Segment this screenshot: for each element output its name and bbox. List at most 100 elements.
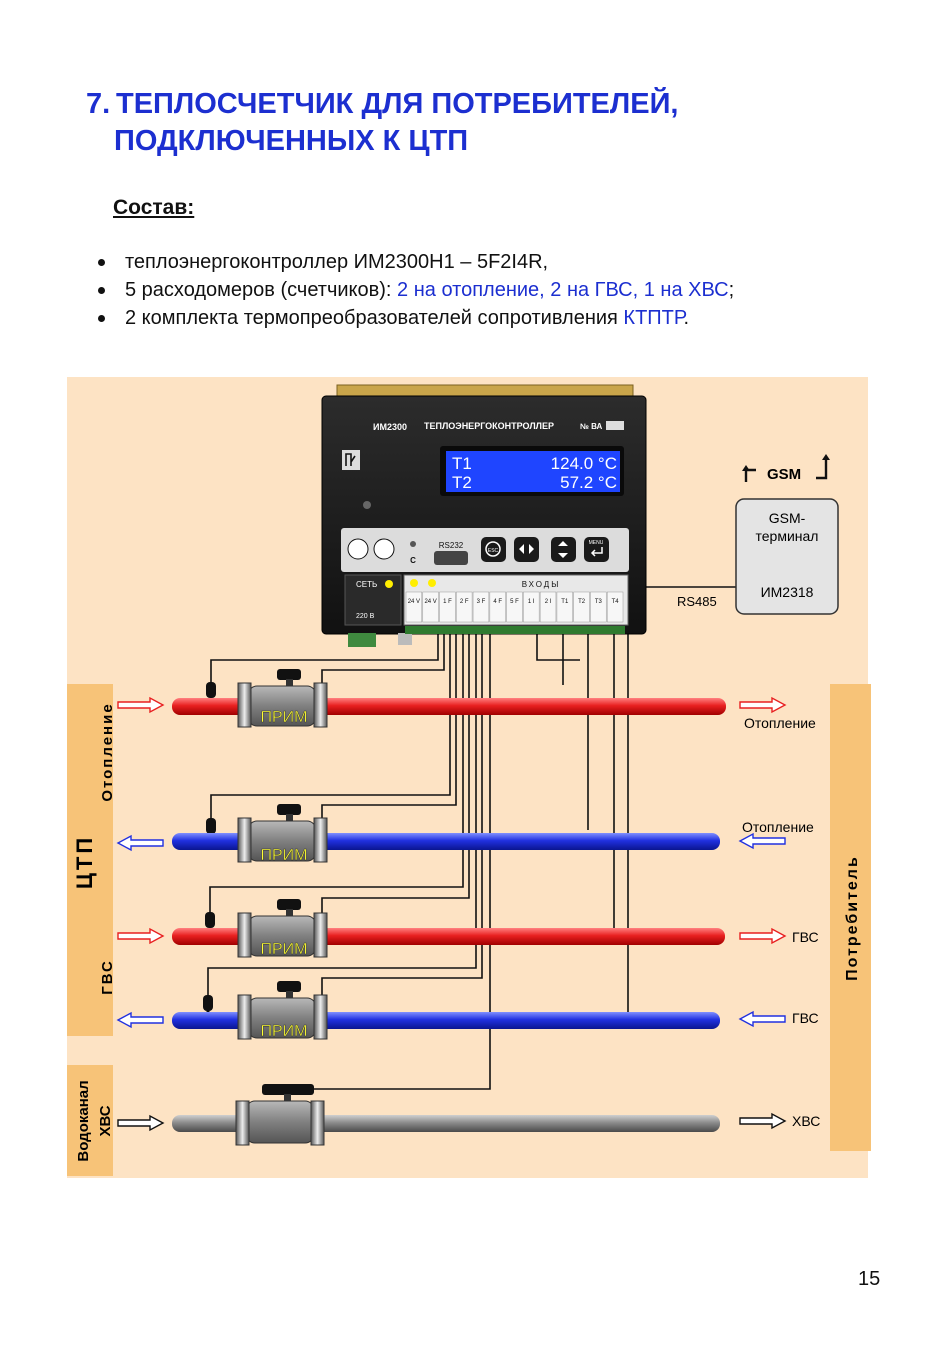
arrow-right-icon — [739, 696, 787, 714]
input-terminal: 3 F — [472, 591, 490, 623]
rs485-label: RS485 — [677, 594, 717, 609]
flowmeter-hot-water-supply: ПРИМ — [237, 899, 328, 958]
arrow-right-icon — [739, 927, 787, 945]
menu-enter-key: MENU — [584, 537, 609, 562]
input-terminal: 4 F — [489, 591, 506, 623]
arrow-left-icon — [738, 1010, 786, 1028]
list-item-tail: . — [683, 307, 690, 329]
menu-key-label: MENU — [589, 540, 604, 546]
esc-key-label: ESC — [488, 548, 499, 554]
heat-energy-controller: ИМ2300 ТЕПЛОЭНЕРГОКОНТРОЛЛЕР № ВА Т1 124… — [321, 384, 647, 635]
lcd-t2-value: 57.2 °C — [560, 473, 617, 492]
input-terminal-label: 4 F — [493, 599, 502, 605]
device-serial: № ВА — [580, 422, 603, 431]
inputs-label: ВХОДЫ — [522, 580, 561, 589]
ctp-side-bar — [67, 684, 113, 1036]
status-led — [410, 579, 418, 587]
list-item-text: 5 расходомеров (счетчиков): — [125, 279, 398, 301]
heating-side-label: Отопление — [99, 702, 116, 801]
indicator-led — [363, 501, 371, 509]
lcd-t1-label: Т1 — [452, 454, 472, 473]
esc-key: ESC — [481, 537, 506, 562]
ctp-side-label: ЦТП — [72, 835, 97, 889]
terminal-connectors — [348, 626, 625, 647]
input-terminal-label: 1 I — [528, 599, 535, 605]
rs232-label: RS232 — [439, 541, 464, 550]
outlet-hot-return-label: ГВС — [792, 1010, 819, 1026]
gsm-terminal-title: GSM- — [769, 510, 806, 526]
section-number: 7. — [86, 88, 111, 120]
input-terminal-label: 1 F — [443, 599, 452, 605]
composition-list: теплоэнергоконтроллер ИМ2300Н1 – 5F2I4R,… — [96, 248, 734, 332]
input-terminal-label: T2 — [578, 599, 586, 605]
gsm-terminal: GSM- терминал ИМ2318 — [735, 498, 839, 615]
input-terminal-label: 5 F — [510, 599, 519, 605]
flowmeter-heating-return: ПРИМ — [237, 804, 328, 864]
consumer-side-bar — [830, 684, 871, 1151]
page-number: 15 — [858, 1268, 881, 1290]
flowmeter-label: ПРИМ — [261, 1023, 308, 1040]
mounting-rail — [336, 384, 634, 398]
list-item: теплоэнергоконтроллер ИМ2300Н1 – 5F2I4R, — [96, 248, 734, 276]
lcd-display — [446, 451, 620, 492]
input-terminal: 5 F — [506, 591, 523, 623]
power-led — [385, 580, 393, 588]
power-label: СЕТЬ — [356, 580, 377, 589]
input-terminal-label: 24 V — [408, 599, 420, 605]
cold-water-side-label: ХВС — [97, 1105, 114, 1136]
arrow-left-icon — [116, 834, 164, 852]
input-terminal: 24 V — [422, 591, 439, 623]
rs232-port — [434, 551, 468, 565]
gsm-terminal-subtitle: терминал — [756, 528, 819, 544]
gsm-terminal-model: ИМ2318 — [761, 584, 814, 600]
input-terminal-label: T1 — [561, 599, 569, 605]
antenna-icon — [742, 454, 830, 482]
list-item-text: 2 комплекта термопреобразователей сопрот… — [125, 307, 624, 329]
c-key-led — [410, 541, 416, 547]
outlet-cold-water-label: ХВС — [792, 1113, 820, 1129]
outlet-hot-supply-label: ГВС — [792, 929, 819, 945]
title-line-2: ПОДКЛЮЧЕННЫХ К ЦТП — [114, 125, 469, 157]
arrow-right-icon — [739, 1112, 787, 1130]
outlet-heating-supply-label: Отопление — [744, 715, 816, 731]
list-item: 5 расходомеров (счетчиков): 2 на отоплен… — [96, 276, 734, 304]
certification-icon — [347, 538, 369, 560]
flowmeter-label: ПРИМ — [261, 941, 308, 958]
arrow-left-icon — [738, 832, 786, 850]
outlet-heating-return-label: Отопление — [742, 819, 814, 835]
certification-icon — [373, 538, 395, 560]
input-terminal-label: 2 I — [545, 599, 552, 605]
voltage-label: 220 В — [356, 613, 375, 620]
input-terminal: T1 — [556, 591, 573, 623]
title-line-1: ТЕПЛОСЧЕТЧИК ДЛЯ ПОТРЕБИТЕЛЕЙ, — [116, 88, 679, 120]
list-item-highlight: 2 на отопление, 2 на ГВС, 1 на ХВС — [397, 279, 729, 301]
hot-water-side-label: ГВС — [99, 959, 116, 995]
flowmeter-hot-water-return: ПРИМ — [237, 981, 328, 1040]
flowmeter-label: ПРИМ — [261, 709, 308, 726]
water-utility-label: Водоканал — [75, 1080, 92, 1161]
c-key-label: С — [410, 556, 416, 565]
list-item: 2 комплекта термопреобразователей сопрот… — [96, 304, 734, 332]
input-terminal: 2 F — [456, 591, 473, 623]
left-right-key — [514, 537, 539, 562]
gsm-label: GSM — [767, 466, 801, 483]
input-terminal: T3 — [590, 591, 607, 623]
consumer-side-label: Потребитель — [844, 855, 861, 981]
input-terminal-label: 3 F — [477, 599, 486, 605]
up-down-key — [551, 537, 576, 562]
arrow-right-icon — [117, 927, 165, 945]
flowmeter-heating-supply: ПРИМ — [237, 669, 328, 728]
input-terminal-label: T3 — [595, 599, 603, 605]
input-terminal: 24 V — [405, 591, 423, 623]
list-item-text: теплоэнергоконтроллер ИМ2300Н1 – 5F2I4R, — [125, 251, 549, 273]
lcd-t2-label: Т2 — [452, 473, 472, 492]
device-model: ИМ2300 — [373, 422, 407, 432]
input-terminal-label: T4 — [612, 599, 620, 605]
input-terminal: 1 F — [439, 591, 456, 623]
status-led — [428, 579, 436, 587]
arrow-right-icon — [117, 696, 165, 714]
page-title: 7.ТЕПЛОСЧЕТЧИК ДЛЯ ПОТРЕБИТЕЛЕЙ, ПОДКЛЮЧ… — [86, 86, 678, 160]
input-terminal: 2 I — [539, 591, 557, 623]
